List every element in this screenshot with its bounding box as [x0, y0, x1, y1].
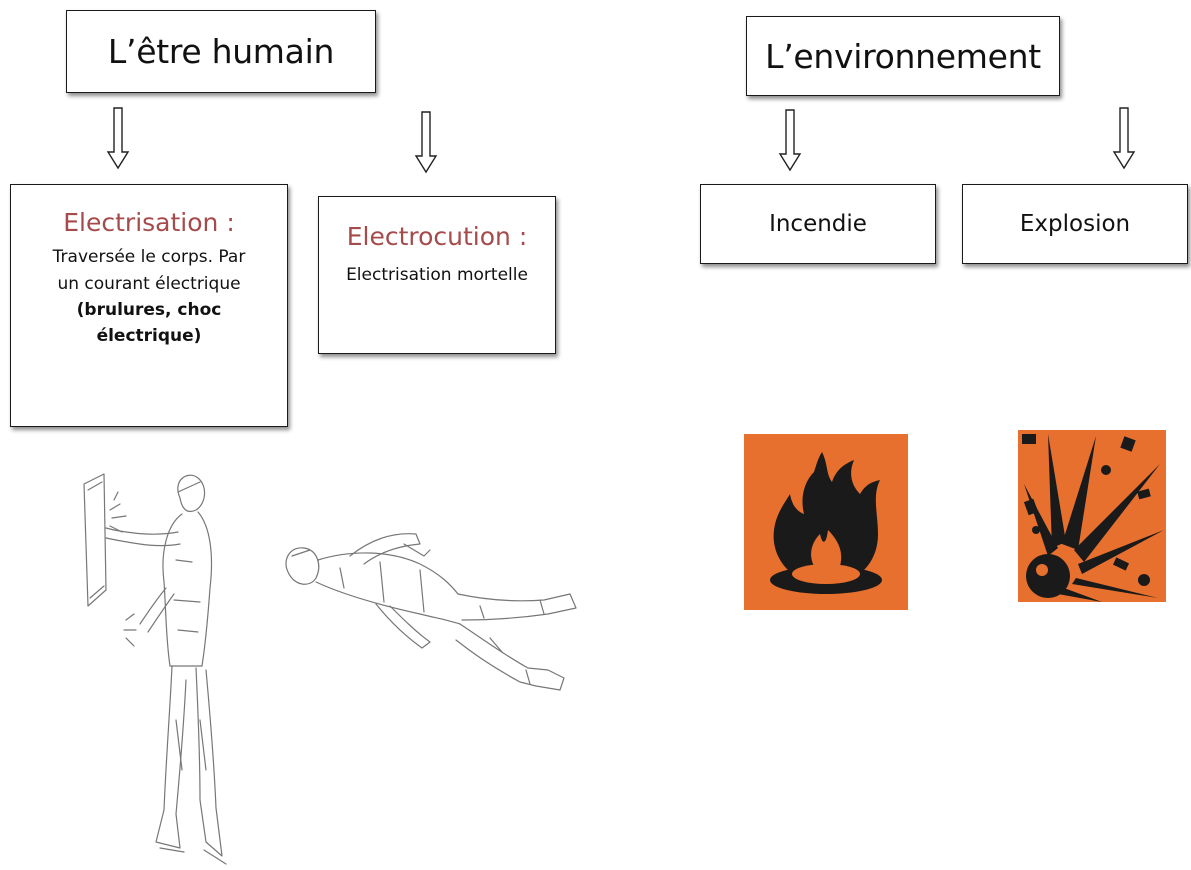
humain-title: L’être humain — [108, 32, 334, 71]
electrisation-line-1: Traversée le corps. Par — [53, 244, 246, 270]
electrisation-bold-line-2: électrique) — [97, 323, 202, 349]
electrocution-text: Electrisation mortelle — [346, 262, 528, 288]
explosion-box: Explosion — [962, 184, 1188, 264]
environnement-title: L’environnement — [765, 37, 1041, 76]
environnement-title-box: L’environnement — [746, 16, 1060, 96]
electrisation-line-2: un courant électrique — [57, 271, 240, 297]
explosion-label: Explosion — [1020, 211, 1130, 237]
incendie-box: Incendie — [700, 184, 936, 264]
incendie-label: Incendie — [769, 211, 867, 237]
electrisation-bold-line-1: (brulures, choc — [77, 297, 222, 323]
arrow-down-icon — [778, 110, 802, 172]
electrocution-box: Electrocution : Electrisation mortelle — [318, 196, 556, 354]
person-electrified-icon — [60, 470, 230, 870]
electrisation-title: Electrisation : — [63, 207, 235, 238]
exploding-bomb-icon — [1018, 430, 1166, 602]
flame-icon — [744, 434, 908, 610]
arrow-down-icon — [1112, 108, 1136, 170]
arrow-down-icon — [414, 112, 438, 174]
electrisation-box: Electrisation : Traversée le corps. Par … — [10, 184, 288, 427]
arrow-down-icon — [106, 108, 130, 170]
person-lying-icon — [280, 520, 590, 710]
electrocution-title: Electrocution : — [347, 221, 528, 252]
humain-title-box: L’être humain — [66, 10, 376, 93]
